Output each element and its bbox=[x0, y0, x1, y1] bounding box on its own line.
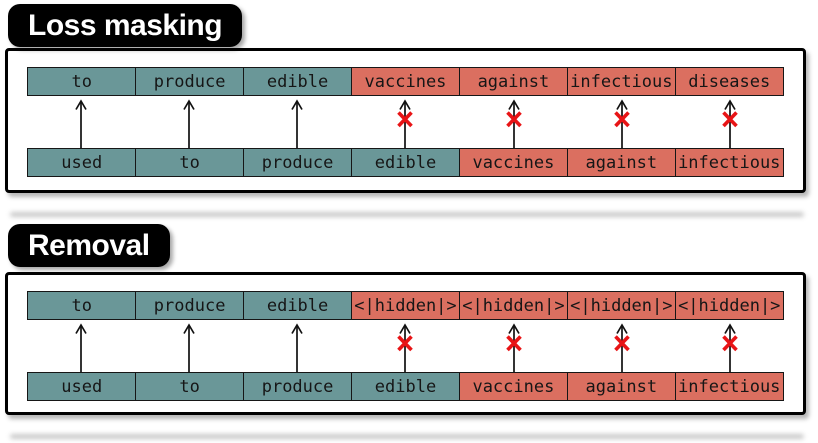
masked-prediction-arrow bbox=[460, 320, 568, 372]
arrow-up-icon bbox=[291, 99, 304, 148]
token-masked: vaccines bbox=[458, 372, 569, 401]
crossed-arrow-icon bbox=[505, 99, 522, 148]
token-kept: used bbox=[27, 148, 137, 177]
token-masked: vaccines bbox=[350, 67, 461, 96]
crossed-arrow-icon bbox=[397, 323, 414, 372]
token-kept: to bbox=[27, 67, 137, 96]
crossed-arrow-icon bbox=[613, 99, 630, 148]
arrow-up-icon bbox=[183, 323, 195, 372]
token-kept: edible bbox=[242, 291, 353, 320]
token-kept: used bbox=[27, 372, 137, 401]
arrow-row bbox=[27, 96, 784, 148]
token-kept: edible bbox=[242, 67, 353, 96]
prediction-arrow bbox=[135, 96, 243, 148]
masked-prediction-arrow bbox=[351, 96, 459, 148]
token-masked: <|hidden|> bbox=[566, 291, 677, 320]
token-kept: edible bbox=[350, 372, 461, 401]
prediction-arrow bbox=[27, 320, 135, 372]
arrow-row bbox=[27, 320, 784, 372]
masked-prediction-arrow bbox=[568, 320, 676, 372]
token-masked: diseases bbox=[674, 67, 784, 96]
prediction-arrow bbox=[27, 96, 135, 148]
crossed-arrow-icon bbox=[722, 323, 738, 372]
token-kept: produce bbox=[134, 67, 245, 96]
crossed-arrow-icon bbox=[505, 323, 522, 372]
token-kept: to bbox=[27, 291, 137, 320]
token-masked: against bbox=[566, 148, 677, 177]
token-masked: <|hidden|> bbox=[458, 291, 569, 320]
arrow-up-icon bbox=[183, 99, 195, 148]
token-masked: vaccines bbox=[458, 148, 569, 177]
crossed-arrow-icon bbox=[613, 323, 630, 372]
token-kept: produce bbox=[134, 291, 245, 320]
panel-ground-shadow bbox=[10, 212, 804, 217]
masked-prediction-arrow bbox=[351, 320, 459, 372]
arrow-up-icon bbox=[75, 323, 87, 372]
token-masked: infectious bbox=[674, 148, 784, 177]
masked-prediction-arrow bbox=[460, 96, 568, 148]
prediction-arrow bbox=[243, 320, 351, 372]
token-kept: to bbox=[134, 372, 245, 401]
token-kept: produce bbox=[242, 372, 353, 401]
crossed-arrow-icon bbox=[722, 99, 738, 148]
token-kept: produce bbox=[242, 148, 353, 177]
masked-prediction-arrow bbox=[676, 96, 784, 148]
arrow-up-icon bbox=[291, 323, 304, 372]
token-masked: against bbox=[566, 372, 677, 401]
token-masked: <|hidden|> bbox=[674, 291, 784, 320]
panel-title-tab: Loss masking bbox=[8, 4, 243, 47]
arrow-up-icon bbox=[75, 99, 87, 148]
crossed-arrow-icon bbox=[397, 99, 414, 148]
prediction-arrow bbox=[243, 96, 351, 148]
masked-prediction-arrow bbox=[568, 96, 676, 148]
prediction-arrow bbox=[135, 320, 243, 372]
panel-title-tab: Removal bbox=[8, 224, 170, 267]
token-kept: to bbox=[134, 148, 245, 177]
masked-prediction-arrow bbox=[676, 320, 784, 372]
token-masked: <|hidden|> bbox=[350, 291, 461, 320]
token-masked: infectious bbox=[566, 67, 677, 96]
panel-ground-shadow bbox=[10, 434, 804, 439]
token-kept: edible bbox=[350, 148, 461, 177]
token-masked: against bbox=[458, 67, 569, 96]
token-masked: infectious bbox=[674, 372, 784, 401]
